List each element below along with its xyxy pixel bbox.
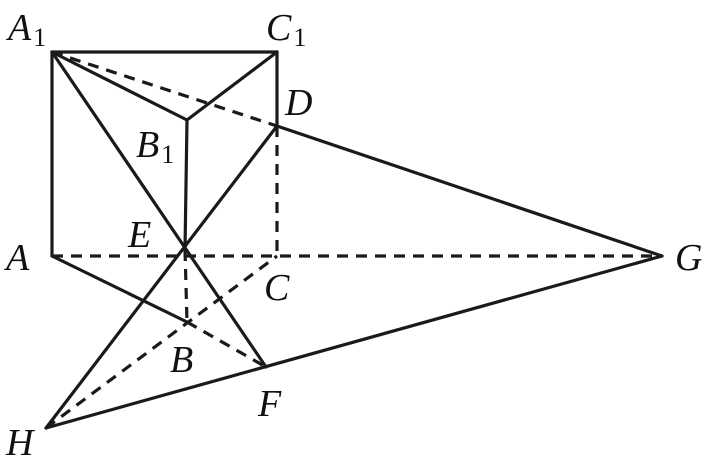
point-label-f: F (257, 383, 282, 425)
segment-e-b (183, 249, 189, 323)
point-label-subscript: 1 (293, 23, 306, 52)
point-label-e: E (127, 214, 151, 256)
point-label-subscript: 1 (161, 140, 174, 169)
point-label-b1: B1 (136, 124, 174, 169)
point-label-subscript: 1 (33, 23, 46, 52)
segment-h-g (44, 254, 664, 430)
point-label-g: G (675, 237, 702, 279)
segment-d-h (44, 124, 279, 430)
segment-b-f (186, 320, 267, 369)
point-label-c1: C1 (266, 7, 306, 52)
segment-a1-f (50, 50, 268, 369)
point-label-a1: A1 (5, 7, 46, 52)
segment-h-c (45, 254, 278, 430)
segment-a1-b1 (50, 50, 189, 122)
segment-a-b (50, 254, 189, 324)
segment-d-g (275, 124, 664, 258)
point-label-d: D (284, 82, 312, 124)
figure-segments (44, 50, 664, 430)
point-label-a: A (3, 237, 30, 279)
point-label-b: B (170, 339, 193, 381)
segment-a1-d (51, 50, 278, 128)
segment-b1-c1 (185, 50, 279, 122)
segment-b1-e (183, 118, 189, 252)
point-label-c: C (264, 267, 290, 309)
point-label-h: H (5, 422, 36, 463)
